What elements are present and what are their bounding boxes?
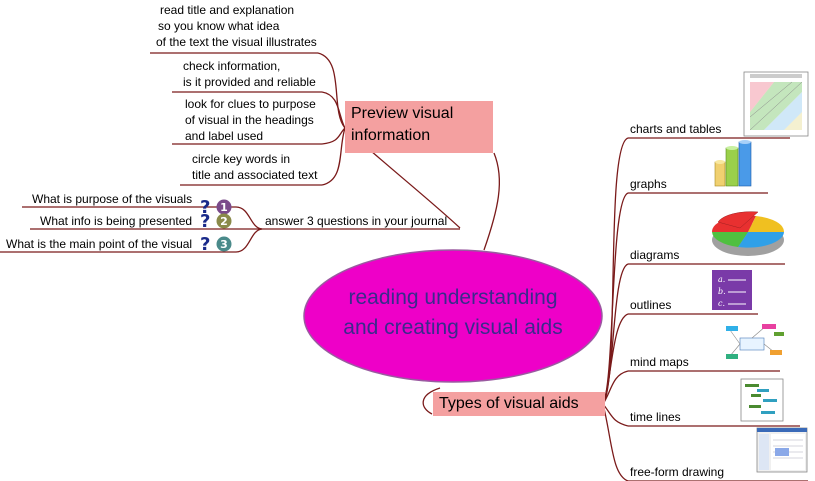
central-topic: reading understanding and creating visua… xyxy=(305,283,601,343)
preview-item-1-line-1: read title and explanation xyxy=(160,3,295,17)
svg-text:2: 2 xyxy=(220,215,228,228)
preview-title-line-1: Preview visual xyxy=(351,105,454,122)
type-free-form-drawing: free-form drawing xyxy=(630,465,725,479)
svg-text:3: 3 xyxy=(220,238,228,251)
preview-title-line-2: information xyxy=(351,127,431,144)
svg-text:a.: a. xyxy=(718,275,725,284)
central-node xyxy=(303,249,603,383)
drawing-screenshot-icon xyxy=(756,427,808,473)
type-charts-and-tables: charts and tables xyxy=(630,122,722,136)
preview-item-1: read title and explanation so you know w… xyxy=(156,2,317,50)
preview-item-3-line-2: of visual in the headings xyxy=(185,113,314,127)
preview-item-4: circle key words in title and associated… xyxy=(192,151,317,183)
types-of-visual-aids-node[interactable]: Types of visual aids xyxy=(433,392,605,416)
preview-item-1-line-2: so you know what idea xyxy=(158,19,280,33)
preview-item-1-line-3: of the text the visual illustrates xyxy=(156,35,317,49)
question-icon-2: ? 2 xyxy=(200,211,232,232)
type-time-lines: time lines xyxy=(630,410,681,424)
svg-text:b.: b. xyxy=(718,287,726,296)
mind-map-icon xyxy=(726,324,784,359)
question-icon-1: ? 1 xyxy=(200,197,232,218)
chart-table-thumbnail-icon xyxy=(743,71,809,137)
outline-list-icon: a. b. c. xyxy=(712,270,752,310)
svg-text:?: ? xyxy=(200,211,210,232)
pie-chart-icon xyxy=(711,211,785,256)
question-3-text: What is the main point of the visual xyxy=(6,237,193,251)
preview-item-2-line-2: is it provided and reliable xyxy=(183,75,316,89)
type-outlines: outlines xyxy=(630,298,672,312)
preview-item-3: look for clues to purpose of visual in t… xyxy=(185,96,316,144)
preview-item-4-line-2: title and associated text xyxy=(192,168,318,182)
preview-visual-information-node[interactable]: Preview visual information xyxy=(345,101,493,153)
type-diagrams: diagrams xyxy=(630,248,680,262)
central-topic-line-2: and creating visual aids xyxy=(343,316,563,339)
central-topic-line-1: reading understanding xyxy=(348,286,558,309)
preview-item-3-line-1: look for clues to purpose xyxy=(185,97,316,111)
timeline-icon xyxy=(740,378,784,422)
type-mind-maps: mind maps xyxy=(630,355,689,369)
preview-item-2: check information, is it provided and re… xyxy=(183,58,316,90)
svg-text:?: ? xyxy=(200,197,210,218)
type-graphs: graphs xyxy=(630,177,667,191)
question-icon-3: ? 3 xyxy=(200,234,232,255)
bar-graph-icon xyxy=(714,140,752,187)
svg-text:c.: c. xyxy=(718,299,725,308)
preview-item-4-line-1: circle key words in xyxy=(192,152,291,166)
question-1-text: What is purpose of the visuals xyxy=(32,192,193,206)
svg-text:?: ? xyxy=(200,234,210,255)
preview-item-2-line-1: check information, xyxy=(183,59,281,73)
svg-text:1: 1 xyxy=(220,201,228,214)
question-2-text: What info is being presented xyxy=(40,214,193,228)
preview-item-3-line-3: and label used xyxy=(185,129,264,143)
questions-label: answer 3 questions in your journal xyxy=(265,214,448,228)
